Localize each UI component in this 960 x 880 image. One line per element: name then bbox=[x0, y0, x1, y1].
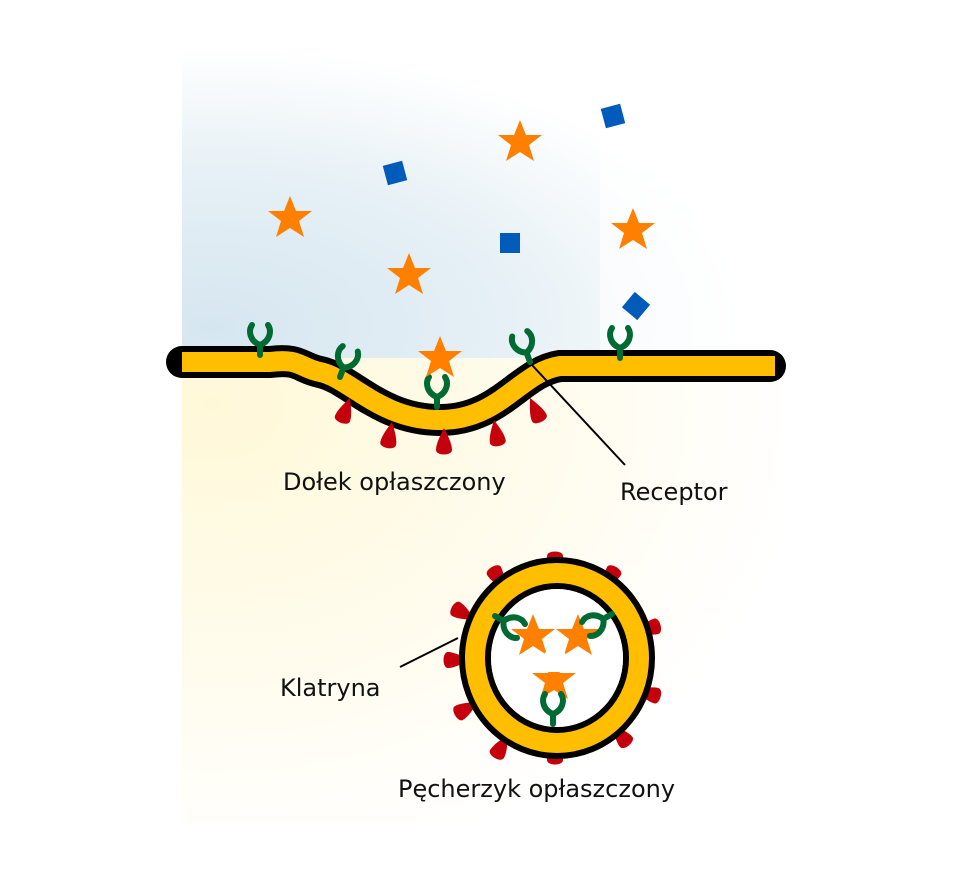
square-molecule-icon bbox=[382, 160, 408, 186]
clathrin-pointer bbox=[399, 637, 459, 668]
cytoplasm bbox=[182, 358, 782, 825]
coated-pit-label: Dołek opłaszczony bbox=[283, 468, 506, 496]
square-molecule-icon bbox=[500, 233, 520, 253]
receptor-label: Receptor bbox=[620, 478, 728, 506]
plasma-membrane bbox=[166, 345, 786, 437]
receptor-pointer bbox=[531, 364, 626, 466]
clathrin-label: Klatryna bbox=[280, 674, 381, 702]
coated-vesicle-label: Pęcherzyk opłaszczony bbox=[398, 775, 675, 803]
square-molecule-icon bbox=[600, 103, 626, 129]
coated-vesicle bbox=[443, 551, 663, 765]
square-molecule-icon bbox=[621, 291, 651, 321]
